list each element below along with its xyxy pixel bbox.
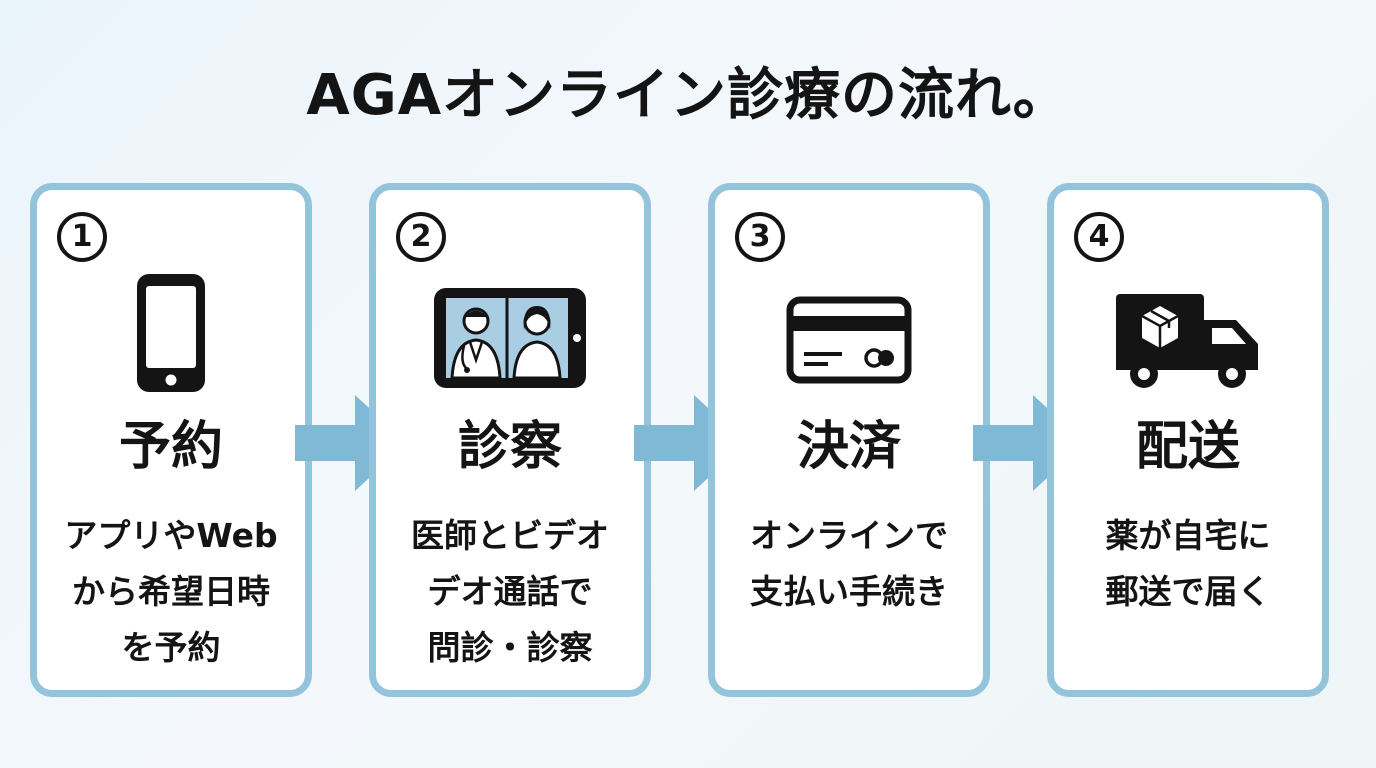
step-label: 配送 <box>1135 417 1240 477</box>
step-description: オンラインで 支払い手続き <box>715 508 983 620</box>
step-description: 薬が自宅に 郵送で届く <box>1054 508 1322 620</box>
step-number: 3 <box>735 212 785 262</box>
description-line: デオ通話で <box>427 572 593 611</box>
step-card-payment: 3 決済 オンラインで 支払い手続き <box>708 183 990 697</box>
credit-card-icon <box>715 296 983 384</box>
description-line: を予約 <box>121 628 221 667</box>
description-line: から希望日時 <box>72 572 270 611</box>
delivery-truck-icon <box>1054 290 1322 394</box>
page-title: AGAオンライン診療の流れ。 <box>306 63 1070 128</box>
step-number: 1 <box>57 212 107 262</box>
description-line: オンラインで <box>750 516 948 555</box>
description-line: 支払い手続き <box>750 572 948 611</box>
step-card-consultation: 2 診察 医師とビデオ デオ通話で 問診・診察 <box>369 183 651 697</box>
description-line: 郵送で届く <box>1105 572 1271 611</box>
video-call-tablet-icon <box>376 286 644 390</box>
step-label: 決済 <box>796 417 901 477</box>
description-line: 医師とビデオ <box>411 516 609 555</box>
smartphone-icon <box>37 270 305 396</box>
step-description: 医師とビデオ デオ通話で 問診・診察 <box>376 508 644 676</box>
description-line: 問診・診察 <box>427 628 593 667</box>
description-line: アプリやWeb <box>64 516 278 555</box>
step-label: 診察 <box>457 417 562 477</box>
step-number: 2 <box>396 212 446 262</box>
step-label: 予約 <box>118 417 223 477</box>
description-line: 薬が自宅に <box>1105 516 1271 555</box>
step-card-delivery: 4 配送 薬が自宅に 郵送で届く <box>1047 183 1329 697</box>
step-description: アプリやWeb から希望日時 を予約 <box>37 508 305 676</box>
step-card-reservation: 1 予約 アプリやWeb から希望日時 を予約 <box>30 183 312 697</box>
step-number: 4 <box>1074 212 1124 262</box>
